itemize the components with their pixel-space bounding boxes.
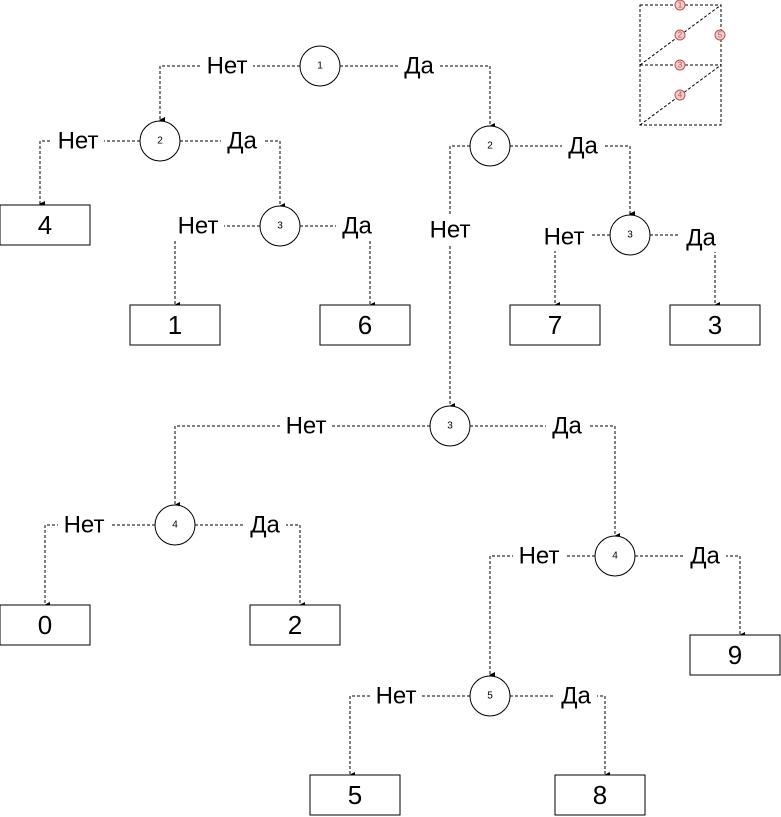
edge-root-yes xyxy=(340,65,495,129)
edge-label-no: Нет xyxy=(58,128,99,155)
legend-marker-label: 2 xyxy=(678,31,683,40)
node-label: 2 xyxy=(487,141,493,152)
edge-r-no-yes-no-yes xyxy=(510,695,610,778)
leaf-box: 9 xyxy=(689,634,781,676)
leaf-label: 2 xyxy=(288,610,302,640)
edge-l-no xyxy=(39,140,140,207)
edge-label-yes: Да xyxy=(568,133,598,160)
decision-node: 4 xyxy=(154,504,196,546)
edge-label-no: Нет xyxy=(544,224,585,251)
node-label: 1 xyxy=(317,61,323,72)
leaf-box: 2 xyxy=(249,604,341,646)
decision-nodes: 1 2 3 2 3 3 4 4 xyxy=(139,45,651,717)
leaf-label: 8 xyxy=(593,780,607,810)
edge-label-no: Нет xyxy=(376,683,417,710)
edge-label-yes: Да xyxy=(561,683,591,710)
leaf-label: 9 xyxy=(728,640,742,670)
edge-label-no: Нет xyxy=(207,53,248,80)
decision-node: 5 xyxy=(469,675,511,717)
edge-label-no: Нет xyxy=(430,217,471,244)
decision-node: 4 xyxy=(594,535,636,577)
leaf-label: 5 xyxy=(348,780,362,810)
node-label: 3 xyxy=(277,221,283,232)
edge-r-no-no xyxy=(174,425,430,508)
leaf-label: 6 xyxy=(358,310,372,340)
edge-root-no xyxy=(159,65,300,123)
leaf-label: 4 xyxy=(38,210,52,240)
decision-node: 3 xyxy=(609,214,651,256)
decision-node: 3 xyxy=(429,405,471,447)
edge-label-yes: Да xyxy=(227,128,257,155)
legend-marker: 1 xyxy=(674,0,686,11)
edge-labels: Нет Да Нет Да Нет Да Нет Да Нет Да Нет Д… xyxy=(52,52,726,710)
edge-label-yes: Да xyxy=(404,53,434,80)
edge-label-no: Нет xyxy=(286,413,327,440)
legend-minimap: 1 2 5 3 4 xyxy=(639,0,726,126)
node-label: 4 xyxy=(172,520,178,531)
legend-marker: 5 xyxy=(714,29,726,41)
legend-marker: 2 xyxy=(674,29,686,41)
edge-r-yes xyxy=(510,145,635,217)
legend-marker-label: 3 xyxy=(678,61,683,70)
leaf-nodes: 4 1 6 7 3 0 2 9 xyxy=(0,204,781,816)
leaf-label: 3 xyxy=(708,310,722,340)
legend-marker: 4 xyxy=(674,89,686,101)
decision-node: 3 xyxy=(259,205,301,247)
edge-r-no-yes-no xyxy=(489,555,595,678)
leaf-label: 0 xyxy=(38,610,52,640)
leaf-box: 4 xyxy=(0,204,91,246)
node-label: 2 xyxy=(157,136,163,147)
leaf-box: 7 xyxy=(509,304,601,346)
node-label: 5 xyxy=(487,691,493,702)
legend-marker-label: 4 xyxy=(678,91,683,100)
leaf-box: 0 xyxy=(0,604,91,646)
leaf-label: 7 xyxy=(548,310,562,340)
node-label: 3 xyxy=(447,421,453,432)
edge-r-no-no-yes xyxy=(195,524,305,608)
edges xyxy=(39,65,745,778)
edge-label-yes: Да xyxy=(690,543,720,570)
edge-r-no-no-no xyxy=(44,524,155,608)
legend-marker-label: 5 xyxy=(718,31,723,40)
leaf-label: 1 xyxy=(168,310,182,340)
decision-node: 2 xyxy=(139,120,181,162)
edge-r-no-yes xyxy=(470,425,620,539)
edge-label-no: Нет xyxy=(64,512,105,539)
leaf-box: 6 xyxy=(319,304,411,346)
edge-label-yes: Да xyxy=(686,225,716,252)
edge-r-no xyxy=(449,145,470,409)
node-label: 4 xyxy=(612,551,618,562)
legend-marker: 3 xyxy=(674,59,686,71)
decision-node: 2 xyxy=(469,125,511,167)
leaf-box: 5 xyxy=(309,774,401,816)
leaf-box: 1 xyxy=(129,304,221,346)
leaf-box: 8 xyxy=(554,774,646,816)
edge-r-no-yes-yes xyxy=(635,555,745,638)
leaf-box: 3 xyxy=(669,304,761,346)
decision-node: 1 xyxy=(299,45,341,87)
edge-label-no: Нет xyxy=(178,213,219,240)
edge-label-no: Нет xyxy=(519,543,560,570)
node-label: 3 xyxy=(627,230,633,241)
edge-r-no-yes-no-no xyxy=(349,695,470,778)
edge-label-yes: Да xyxy=(250,512,280,539)
edge-label-yes: Да xyxy=(552,413,582,440)
legend-marker-label: 1 xyxy=(678,1,683,10)
edge-label-yes: Да xyxy=(342,213,372,240)
edge-l-yes xyxy=(180,140,285,209)
